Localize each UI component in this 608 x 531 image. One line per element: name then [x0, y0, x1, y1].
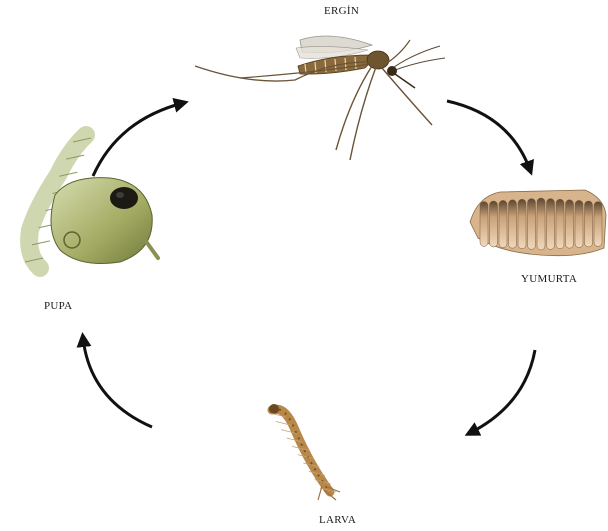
egg-cell	[566, 200, 574, 248]
arrow-larva-to-pupa	[83, 338, 152, 427]
egg-cell	[490, 201, 498, 247]
egg-cell	[556, 199, 564, 249]
stage-label-larva: LARVA	[319, 514, 356, 526]
egg-cell	[518, 199, 526, 249]
egg-raft-image	[470, 190, 606, 256]
pupa-image	[25, 135, 158, 268]
egg-cell	[509, 200, 517, 248]
arrow-egg-to-larva	[470, 350, 535, 433]
egg-cell	[585, 201, 593, 247]
egg-cell	[575, 200, 583, 247]
egg-cell	[537, 198, 545, 250]
stage-label-adult: ERGİN	[324, 5, 359, 17]
arrow-pupa-to-adult	[93, 103, 183, 176]
egg-cell	[480, 202, 488, 247]
egg-cell	[528, 199, 536, 250]
stage-label-pupa: PUPA	[44, 300, 72, 312]
egg-cell	[594, 202, 602, 247]
adult-mosquito-image	[195, 36, 445, 160]
larva-image	[269, 404, 340, 500]
egg-cell	[499, 200, 507, 247]
egg-cell	[547, 199, 555, 250]
stage-label-egg: YUMURTA	[521, 273, 577, 285]
arrow-adult-to-egg	[447, 101, 530, 170]
